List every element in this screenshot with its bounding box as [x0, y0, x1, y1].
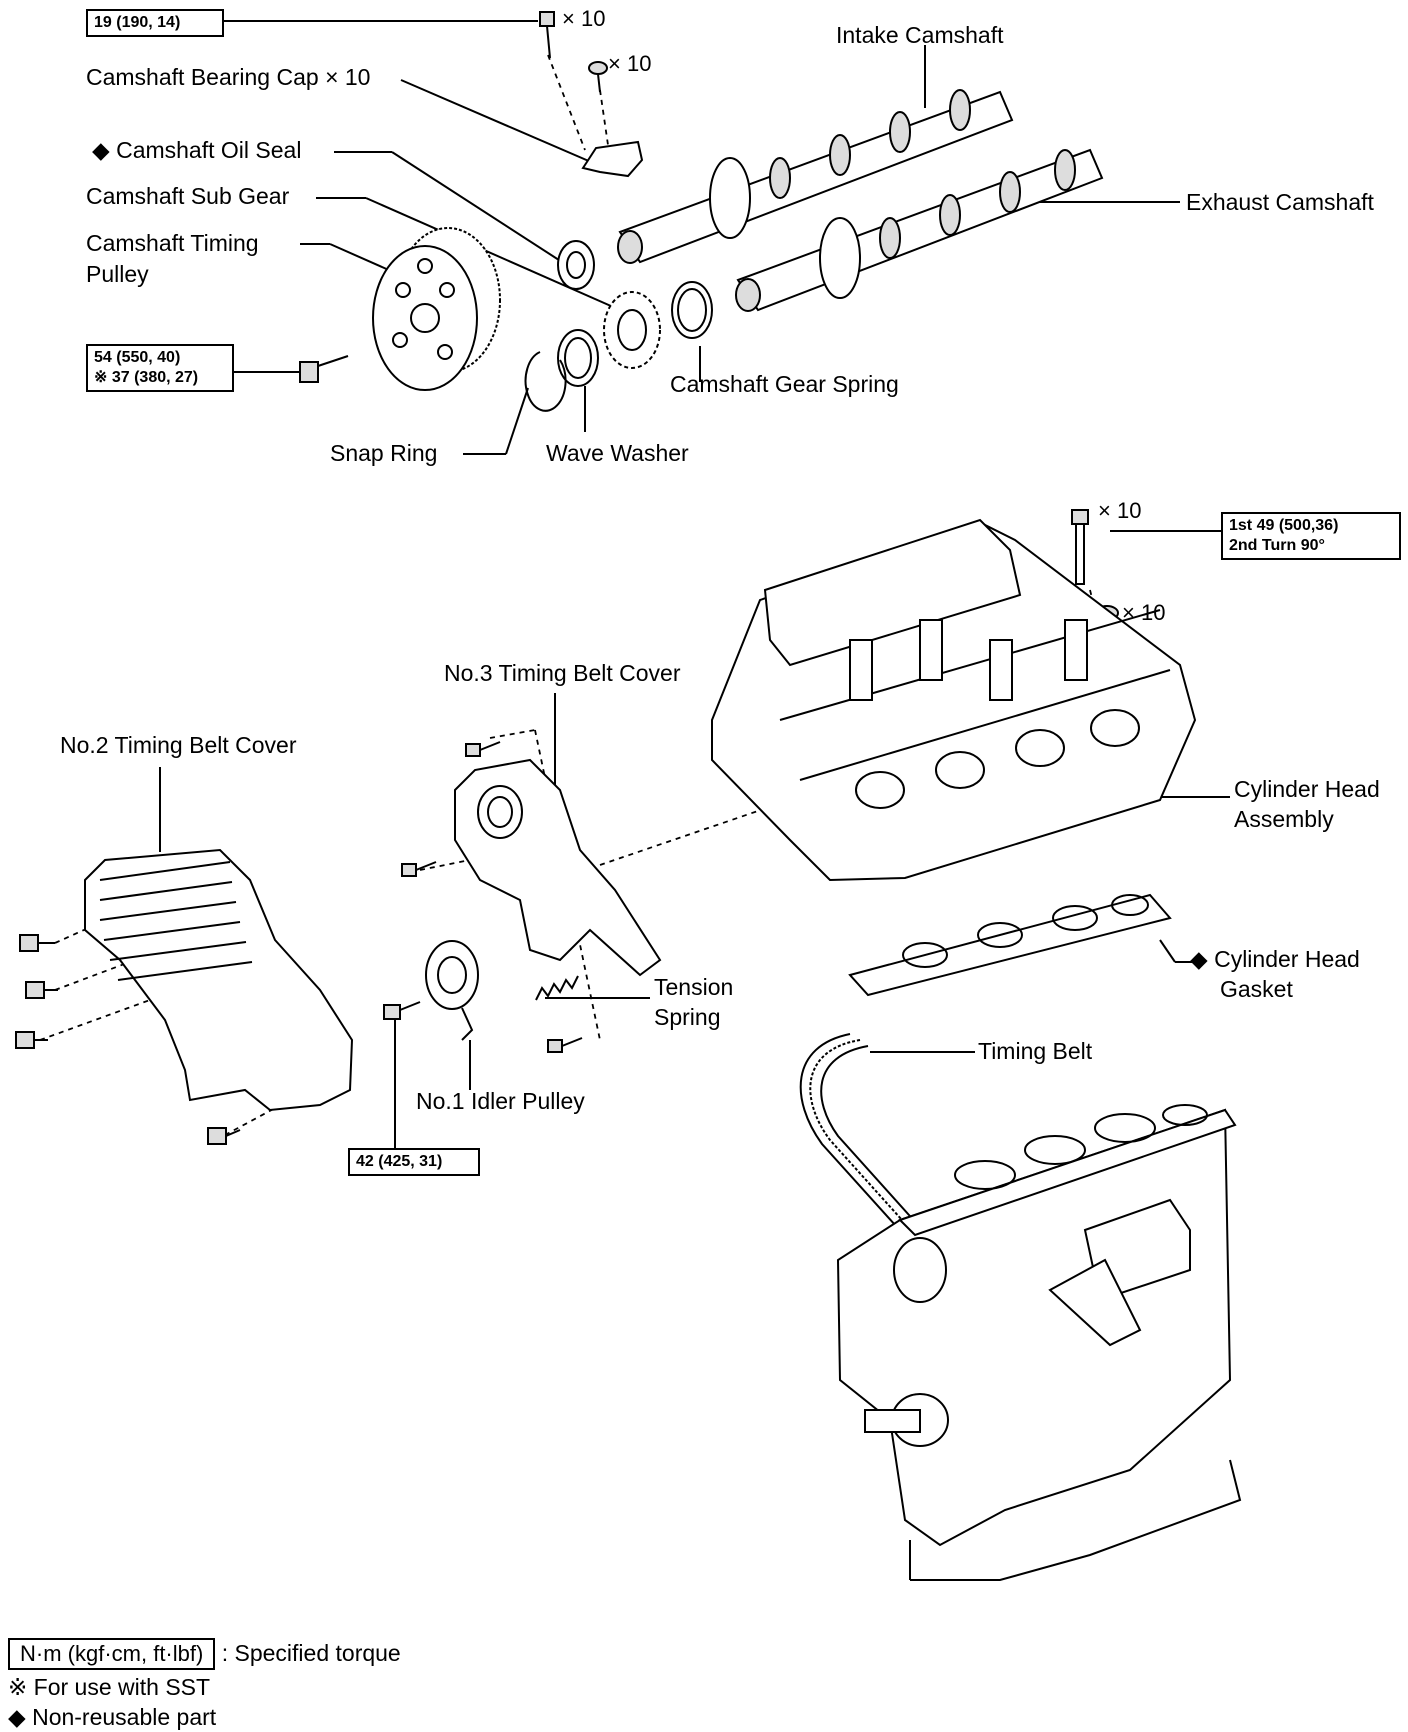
label-timing-belt: Timing Belt: [978, 1038, 1093, 1064]
wave-washer-icon: [557, 329, 599, 387]
label-no2-timing-belt-cover: No.2 Timing Belt Cover: [60, 732, 297, 758]
torque-bearing-cap-bolt: 19 (190, 14): [86, 9, 224, 37]
legend-non-reusable: ◆ Non-reusable part: [8, 1704, 217, 1730]
no2-cover-bolt-4-icon: [207, 1127, 241, 1145]
no3-cover-bolt-top-icon: [465, 741, 501, 757]
washer-quantity: × 10: [608, 51, 652, 76]
torque-second-step: 2nd Turn 90°: [1229, 537, 1325, 554]
label-camshaft-timing-pulley-1: Camshaft Timing: [86, 230, 259, 256]
intake-camshaft-icon: [617, 89, 1014, 264]
head-washer-quantity: × 10: [1122, 600, 1166, 625]
cylinder-head-assembly-icon: [711, 518, 1197, 882]
camshaft-gear-spring-icon: [671, 281, 713, 339]
legend-torque-box: N·m (kgf·cm, ft·lbf): [8, 1638, 216, 1670]
label-snap-ring: Snap Ring: [330, 440, 438, 466]
torque-value: 42 (425, 31): [356, 1153, 443, 1170]
engine-block-icon: [836, 1104, 1242, 1581]
tension-spring-icon: [535, 975, 579, 1001]
camshaft-sub-gear-icon: [603, 291, 661, 369]
pulley-bolt-icon: [299, 355, 349, 383]
legend-sst: ※ For use with SST: [8, 1674, 211, 1700]
torque-first-step: 1st 49 (500,36): [1229, 517, 1339, 534]
torque-idler-bolt: 42 (425, 31): [348, 1148, 480, 1176]
camshaft-oil-seal-icon: [557, 240, 595, 290]
head-bolt-quantity: × 10: [1098, 498, 1142, 523]
label-no3-timing-belt-cover: No.3 Timing Belt Cover: [444, 660, 681, 686]
no3-cover-bolt-left-icon: [401, 861, 437, 877]
label-camshaft-oil-seal: ◆ Camshaft Oil Seal: [92, 137, 302, 163]
no2-timing-belt-cover-icon: [84, 848, 354, 1112]
label-no1-idler-pulley: No.1 Idler Pulley: [416, 1088, 585, 1114]
torque-value-sst: ※ 37 (380, 27): [94, 369, 199, 386]
bearing-cap-bolt-icon: [539, 11, 555, 59]
torque-pulley-bolt: 54 (550, 40) ※ 37 (380, 27): [86, 344, 234, 392]
torque-value: 19 (190, 14): [94, 14, 181, 31]
torque-value: 54 (550, 40): [94, 349, 181, 366]
exhaust-camshaft-icon: [735, 148, 1104, 312]
label-wave-washer: Wave Washer: [546, 440, 689, 466]
cylinder-head-bolt-icon: [1071, 509, 1089, 585]
idler-pulley-bolt-icon: [383, 1001, 421, 1020]
legend-specified-torque: N·m (kgf·cm, ft·lbf) : Specified torque: [8, 1638, 401, 1670]
label-cylinder-head-2: Assembly: [1234, 806, 1334, 832]
no3-cover-bolt-bottom-icon: [547, 1037, 583, 1053]
label-tension-spring-1: Tension: [654, 974, 734, 1000]
label-tension-spring-2: Spring: [654, 1004, 721, 1030]
label-camshaft-sub-gear: Camshaft Sub Gear: [86, 183, 290, 209]
torque-cylinder-head-bolt: 1st 49 (500,36) 2nd Turn 90°: [1221, 512, 1401, 560]
label-camshaft-timing-pulley-2: Pulley: [86, 261, 149, 287]
legend-torque-desc: : Specified torque: [221, 1640, 401, 1666]
no1-idler-pulley-icon: [425, 940, 479, 1041]
label-camshaft-gear-spring: Camshaft Gear Spring: [670, 371, 899, 397]
label-camshaft-bearing-cap: Camshaft Bearing Cap × 10: [86, 64, 371, 90]
label-exhaust-camshaft: Exhaust Camshaft: [1186, 189, 1374, 215]
camshaft-timing-pulley-icon: [372, 227, 501, 391]
camshaft-bearing-cap-icon: [581, 140, 644, 178]
timing-belt-icon: [799, 1033, 927, 1247]
no3-timing-belt-cover-icon: [454, 758, 662, 977]
bearing-cap-washer-icon: [588, 61, 608, 93]
no2-cover-bolt-3-icon: [15, 1031, 48, 1049]
cylinder-head-gasket-icon: [848, 893, 1172, 997]
bolt-quantity: × 10: [562, 6, 606, 31]
label-cylinder-head-gasket-1: ◆ Cylinder Head: [1190, 946, 1360, 972]
label-cylinder-head-1: Cylinder Head: [1234, 776, 1380, 802]
label-intake-camshaft: Intake Camshaft: [836, 22, 1004, 48]
no2-cover-bolt-1-icon: [19, 934, 55, 952]
no2-cover-bolt-2-icon: [25, 981, 58, 999]
leader-lines: [159, 20, 1235, 1148]
label-cylinder-head-gasket-2: Gasket: [1220, 976, 1293, 1002]
snap-ring-icon: [524, 351, 567, 412]
